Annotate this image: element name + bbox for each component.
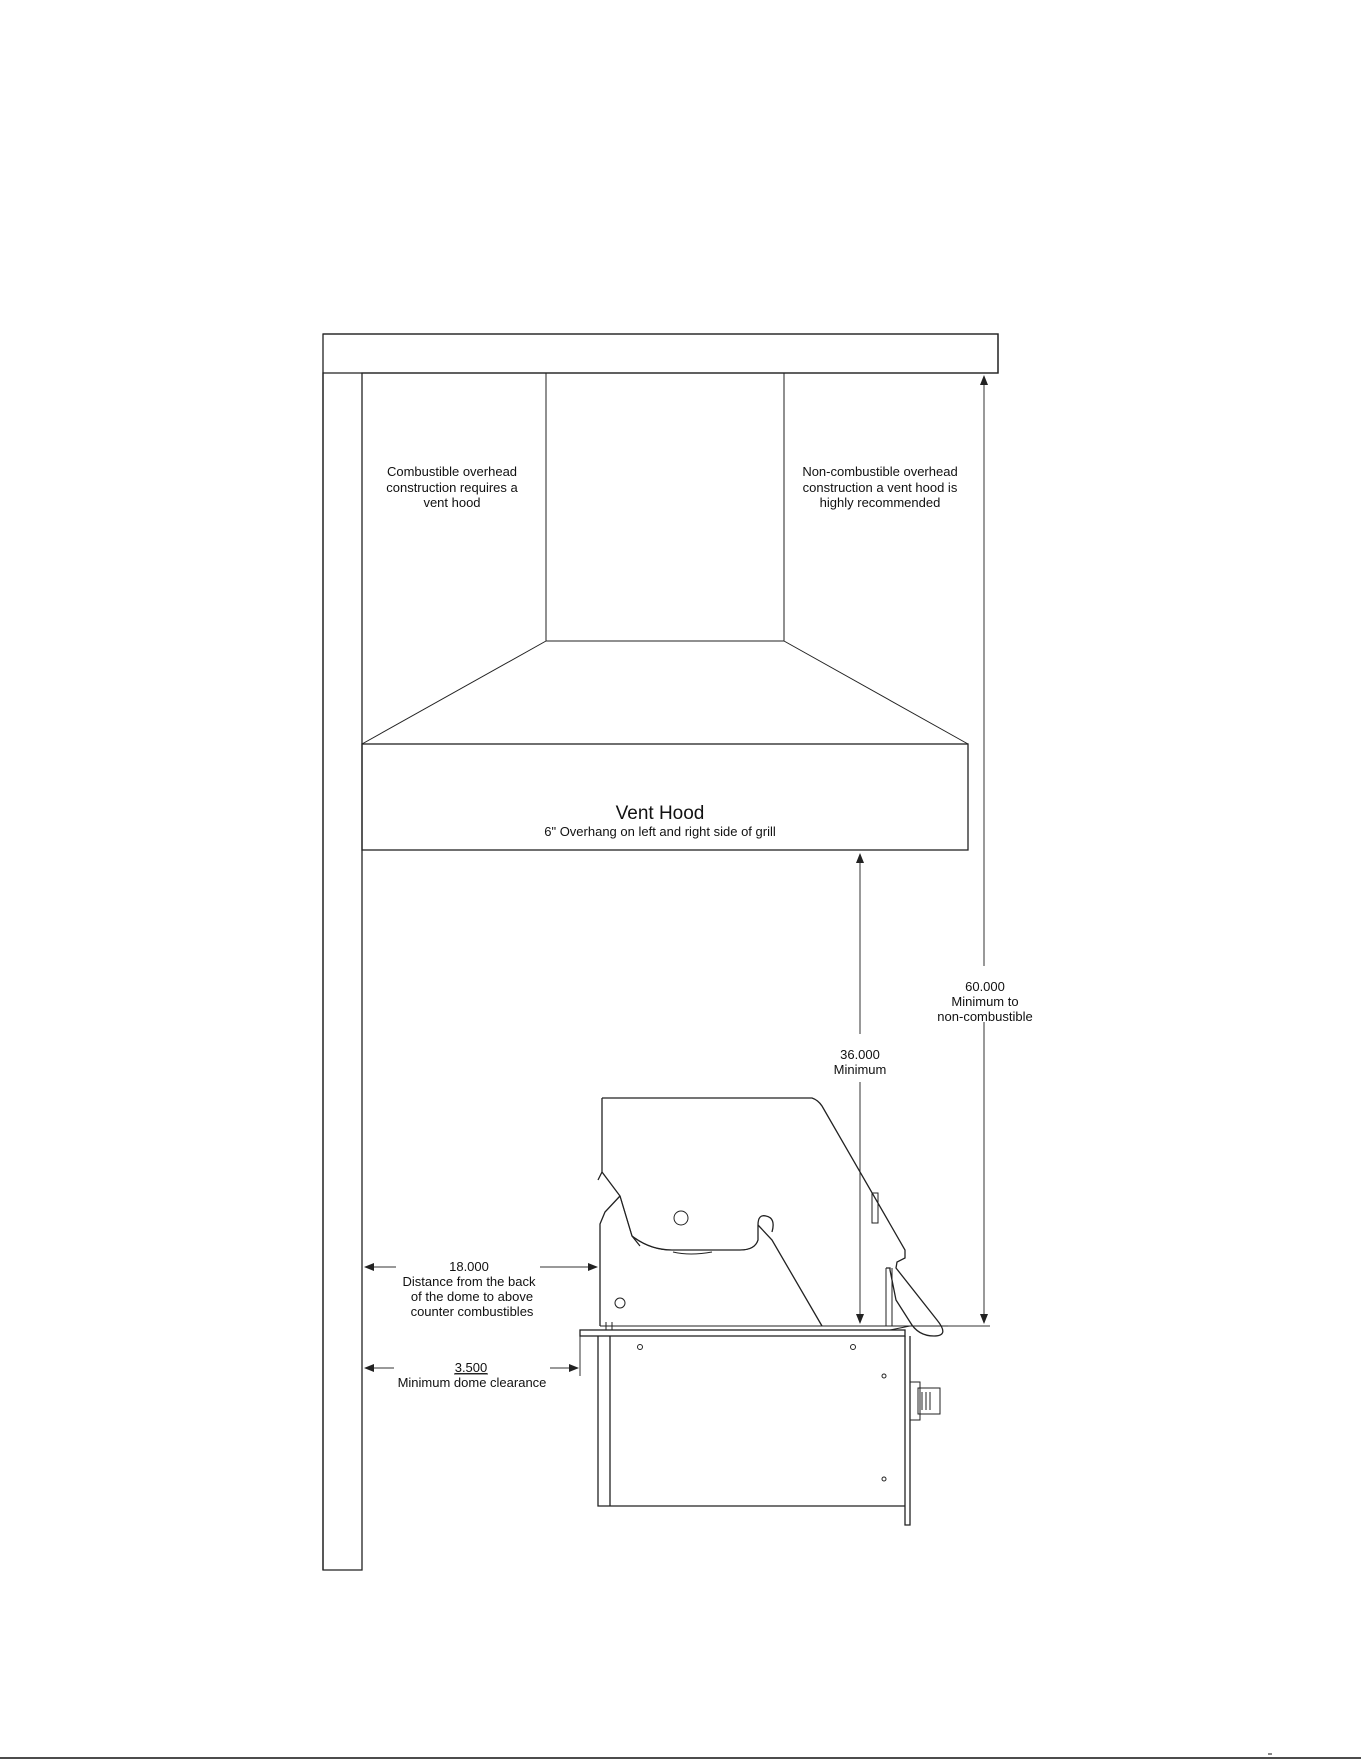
svg-text:Non-combustible overhead: Non-combustible overhead [802, 464, 957, 479]
svg-text:18.000: 18.000 [449, 1259, 489, 1274]
svg-text:36.000: 36.000 [840, 1047, 880, 1062]
svg-text:Minimum dome clearance: Minimum dome clearance [398, 1375, 547, 1390]
vent-hood-box [361, 743, 969, 851]
control-knob [917, 1387, 941, 1415]
svg-text:construction requires a: construction requires a [386, 480, 518, 495]
svg-text:60.000: 60.000 [965, 979, 1005, 994]
non-combustible-note: Non-combustible overhead construction a … [802, 464, 958, 510]
dim-60-label: 60.000 Minimum to non-combustible [937, 979, 1032, 1024]
wall-outer-edge [322, 333, 999, 1571]
svg-text:highly recommended: highly recommended [820, 495, 941, 510]
hood-slope-left [361, 640, 547, 745]
vent-hood-title: Vent Hood [616, 803, 705, 824]
svg-text:non-combustible: non-combustible [937, 1009, 1032, 1024]
grill [579, 1097, 948, 1526]
svg-text:counter combustibles: counter combustibles [411, 1304, 534, 1319]
svg-text:construction a vent hood is: construction a vent hood is [803, 480, 958, 495]
svg-text:of the dome to above: of the dome to above [411, 1289, 533, 1304]
svg-text:3.500: 3.500 [455, 1360, 488, 1375]
svg-text:Combustible overhead: Combustible overhead [387, 464, 517, 479]
combustible-note: Combustible overhead construction requir… [386, 464, 518, 510]
dim-18-label: 18.000 Distance from the back of the dom… [403, 1259, 536, 1319]
grill-firebox [599, 1195, 823, 1327]
svg-text:Distance from the back: Distance from the back [403, 1274, 536, 1289]
dim-36-label: 36.000 Minimum [834, 1047, 887, 1077]
hood-slope-right [783, 640, 969, 745]
grill-dome [597, 1097, 944, 1337]
dim-3-5-label: 3.500 Minimum dome clearance [398, 1360, 547, 1390]
vent-hood-subtitle: 6" Overhang on left and right side of gr… [544, 824, 776, 839]
svg-text:Minimum to: Minimum to [951, 994, 1018, 1009]
svg-text:Minimum: Minimum [834, 1062, 887, 1077]
grill-cart [579, 1329, 906, 1337]
svg-text:vent hood: vent hood [423, 495, 480, 510]
